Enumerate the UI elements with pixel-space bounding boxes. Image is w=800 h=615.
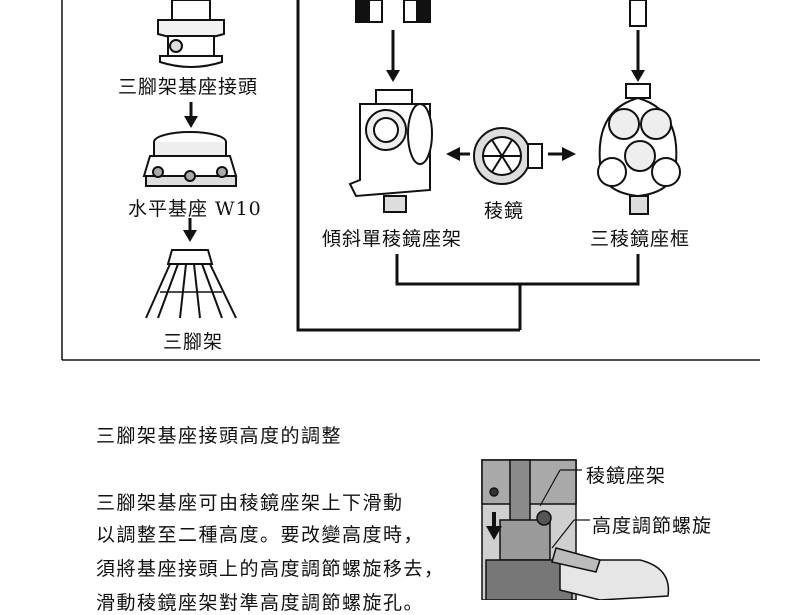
equipment-diagram xyxy=(61,0,760,600)
tilting-prism-holder-drawing xyxy=(348,89,433,213)
tribrach-drawing xyxy=(142,131,238,187)
prism-pole-drawing xyxy=(355,0,647,27)
arrow-left xyxy=(446,147,470,161)
tripod-label: 三腳架 xyxy=(163,331,224,353)
arrow-right xyxy=(548,147,576,161)
section-heading: 三腳架基座接頭高度的調整 xyxy=(96,425,343,447)
tilting-prism-holder-label: 傾斜單稜鏡座架 xyxy=(322,228,463,250)
body-line-1: 三腳架基座可由稜鏡座架上下滑動 xyxy=(96,492,404,514)
height-screw-callout: 高度調節螺旋 xyxy=(592,515,713,537)
triple-prism-holder-drawing xyxy=(597,83,681,215)
prism-drawing xyxy=(473,127,543,185)
arrow-down-4 xyxy=(631,30,645,82)
connector-lines xyxy=(296,0,640,332)
body-line-2: 以調整至二種高度。要改變高度時， xyxy=(96,524,425,546)
photo-arrow-down xyxy=(486,512,502,540)
tribrach-label: 水平基座 W10 xyxy=(128,198,262,220)
arrow-down-1 xyxy=(184,102,198,128)
tribrach-adapter-drawing xyxy=(157,0,225,68)
body-line-3: 須將基座接頭上的高度調節螺旋移去， xyxy=(96,558,445,580)
triple-prism-holder-label: 三稜鏡座框 xyxy=(590,228,691,250)
prism-label: 稜鏡 xyxy=(484,200,525,222)
prism-holder-callout: 稜鏡座架 xyxy=(586,465,667,487)
tribrach-adapter-label: 三腳架基座接頭 xyxy=(118,76,259,98)
tripod-drawing xyxy=(145,249,237,319)
arrow-down-3 xyxy=(386,30,400,82)
arrow-down-2 xyxy=(183,218,197,242)
body-line-4: 滑動稜鏡座架對準高度調節螺旋孔。 xyxy=(96,592,425,614)
callout-lines xyxy=(539,469,590,549)
